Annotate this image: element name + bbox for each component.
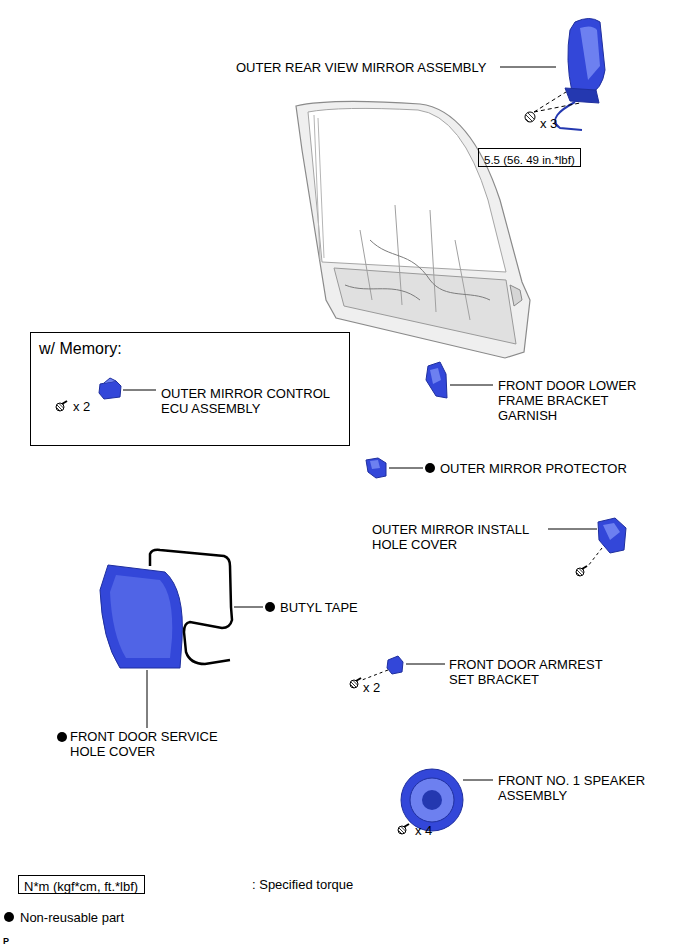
ecu-part — [56, 378, 156, 411]
page-mark: P — [3, 936, 9, 947]
part-name: OUTER MIRROR PROTECTOR — [440, 461, 627, 476]
part-name: FRONT NO. 1 SPEAKER ASSEMBLY — [498, 773, 673, 803]
protector-part — [366, 458, 435, 478]
garnish-part — [426, 362, 493, 398]
part-name: BUTYL TAPE — [280, 600, 358, 615]
front-door-panel — [296, 101, 530, 358]
group-heading: w/ Memory: — [39, 339, 122, 358]
quantity: x 3 — [540, 116, 557, 131]
group-box: w/ Memory: OUTER MIRROR CONTROL ECU ASSEM… — [30, 332, 350, 446]
speaker-part — [398, 769, 493, 834]
quantity: x 4 — [415, 823, 432, 838]
quantity: x 2 — [73, 399, 90, 414]
part-name: OUTER MIRROR CONTROL ECU ASSEMBLY — [161, 386, 346, 416]
spec-text: N*m (kgf*cm, ft.*lbf) — [24, 879, 138, 894]
legend-text: : Specified torque — [252, 877, 353, 892]
part-name: OUTER REAR VIEW MIRROR ASSEMBLY — [236, 60, 486, 75]
part-name: OUTER MIRROR INSTALL HOLE COVER — [372, 522, 547, 552]
legend-entry: : Specified torque — [252, 877, 353, 892]
part-name: FRONT DOOR SERVICE HOLE COVER — [70, 729, 230, 759]
torque-box: 5.5 (56. 49 in.*lbf) — [478, 148, 581, 167]
service-hole-cover-part — [57, 550, 275, 742]
legend-dot — [4, 912, 14, 922]
mirror-assembly — [500, 19, 605, 131]
torque-box: N*m (kgf*cm, ft.*lbf) — [18, 875, 145, 894]
hole-cover-part — [548, 518, 626, 576]
spec-text: 5.5 (56. 49 in.*lbf) — [484, 153, 575, 168]
legend-entry: Non-reusable part — [20, 910, 124, 925]
part-name: FRONT DOOR ARMREST SET BRACKET — [449, 657, 609, 687]
legend-text: Non-reusable part — [20, 910, 124, 925]
quantity: x 2 — [363, 680, 380, 695]
part-name: FRONT DOOR LOWER FRAME BRACKET GARNISH — [498, 378, 670, 423]
